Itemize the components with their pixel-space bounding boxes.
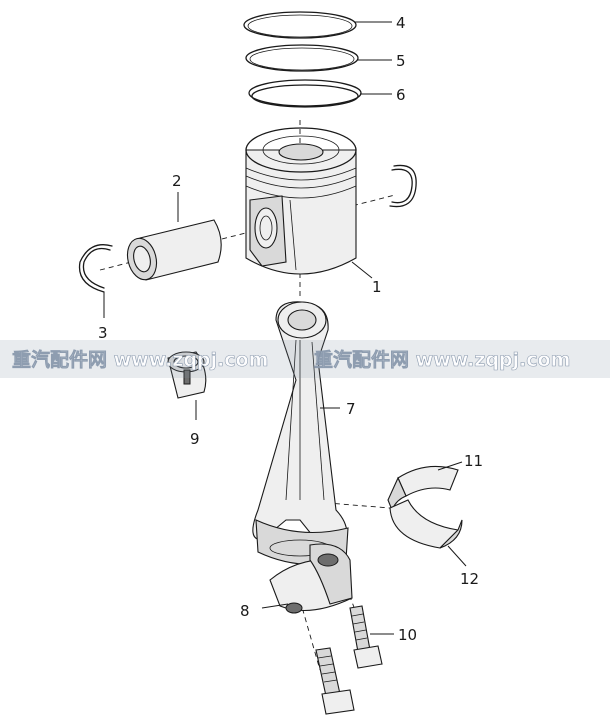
rod-cap (269, 543, 353, 614)
callout-piston-pin: 2 (172, 172, 182, 190)
bearing-shell-upper (387, 465, 459, 512)
piston-ring-bottom (248, 79, 362, 108)
callout-rod-bolt: 10 (398, 626, 417, 644)
callout-bearing-shell-upper: 11 (464, 452, 483, 470)
retaining-ring-right (389, 164, 417, 208)
callout-piston: 1 (372, 278, 382, 296)
retaining-ring-left (78, 244, 113, 293)
rod-bolt-left (315, 647, 355, 715)
callout-ring-top: 4 (396, 14, 406, 32)
callout-small-end-bushing: 9 (190, 430, 200, 448)
callout-ring-bottom: 6 (396, 86, 406, 104)
bearing-shell-lower (389, 499, 463, 549)
watermark: 重汽配件网 www.zqpj.com 重汽配件网 www.zqpj.com (0, 340, 610, 378)
connecting-rod (252, 301, 349, 566)
callout-rod-cap: 8 (240, 602, 250, 620)
small-end-bushing (167, 351, 207, 399)
watermark-text-left: 重汽配件网 www.zqpj.com (12, 348, 268, 371)
piston-ring-top (243, 11, 357, 39)
piston (245, 127, 357, 275)
rod-bolt-right (349, 605, 383, 669)
callout-retaining-ring: 3 (98, 324, 108, 342)
callout-bearing-shell-lower: 12 (460, 570, 479, 588)
callout-labels: 1 2 3 4 5 6 7 8 9 10 11 12 (98, 14, 483, 644)
callout-connecting-rod: 7 (346, 400, 356, 418)
leader-lines (103, 21, 467, 635)
piston-ring-middle (245, 44, 359, 72)
piston-pin (126, 219, 222, 281)
callout-ring-middle: 5 (396, 52, 406, 70)
watermark-text-right: 重汽配件网 www.zqpj.com (314, 348, 570, 371)
